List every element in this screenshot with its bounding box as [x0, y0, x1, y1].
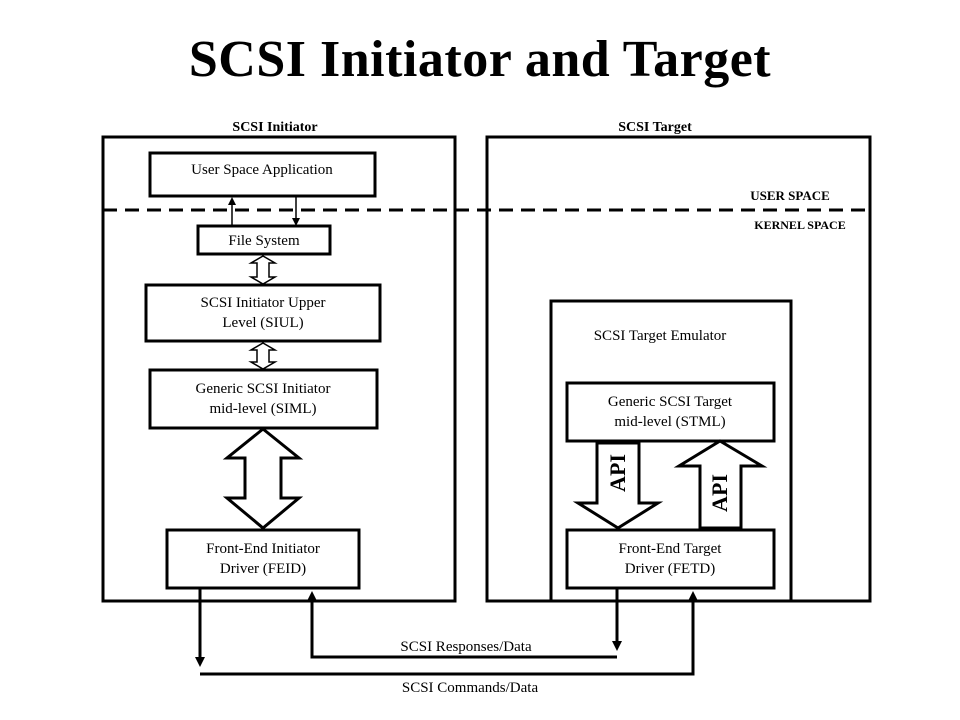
- siml-label-line1: Generic SCSI Initiator: [196, 381, 331, 397]
- stml-label-line2: mid-level (STML): [614, 414, 725, 430]
- api-down-label: API: [605, 454, 630, 492]
- api-up-label: API: [707, 474, 732, 512]
- api-down-arrow: [572, 441, 664, 530]
- target-panel-label: SCSI Target: [618, 120, 692, 135]
- initiator-panel: [101, 135, 457, 603]
- page-title: SCSI Initiator and Target: [188, 31, 772, 88]
- siul-label-line2: Level (SIUL): [222, 315, 303, 331]
- file-system-label: File System: [228, 233, 300, 249]
- kernel-space-label: KERNEL SPACE: [754, 218, 845, 232]
- responses-label: SCSI Responses/Data: [400, 639, 532, 655]
- fs-siul-double-arrow: [248, 255, 278, 285]
- siul-siml-double-arrow: [248, 342, 278, 370]
- feid-label-line2: Driver (FEID): [220, 561, 306, 577]
- file-system-box: [196, 224, 332, 256]
- commands-path: [200, 591, 698, 676]
- fetd-label-line1: Front-End Target: [619, 541, 723, 557]
- user-space-application-box: [148, 151, 377, 198]
- api-up-arrow: [673, 439, 768, 530]
- fetd-box: [565, 528, 776, 590]
- initiator-panel-label: SCSI Initiator: [232, 120, 317, 135]
- responses-path: [307, 591, 617, 659]
- target-emulator-box: [549, 299, 793, 603]
- user-space-application-label: User Space Application: [191, 162, 333, 178]
- fetd-label-line2: Driver (FETD): [625, 561, 715, 577]
- target-emulator-label: SCSI Target Emulator: [594, 328, 727, 344]
- stml-label-line1: Generic SCSI Target: [608, 394, 733, 410]
- siul-box: [144, 283, 382, 343]
- feid-label-line1: Front-End Initiator: [206, 541, 320, 557]
- commands-label: SCSI Commands/Data: [402, 680, 539, 696]
- siml-feid-double-arrow: [222, 427, 304, 530]
- siml-label-line2: mid-level (SIML): [209, 401, 316, 417]
- stml-box: [565, 381, 776, 443]
- siul-label-line1: SCSI Initiator Upper: [201, 295, 326, 311]
- siml-box: [148, 368, 379, 430]
- user-space-label: USER SPACE: [750, 188, 830, 203]
- feid-box: [165, 528, 361, 590]
